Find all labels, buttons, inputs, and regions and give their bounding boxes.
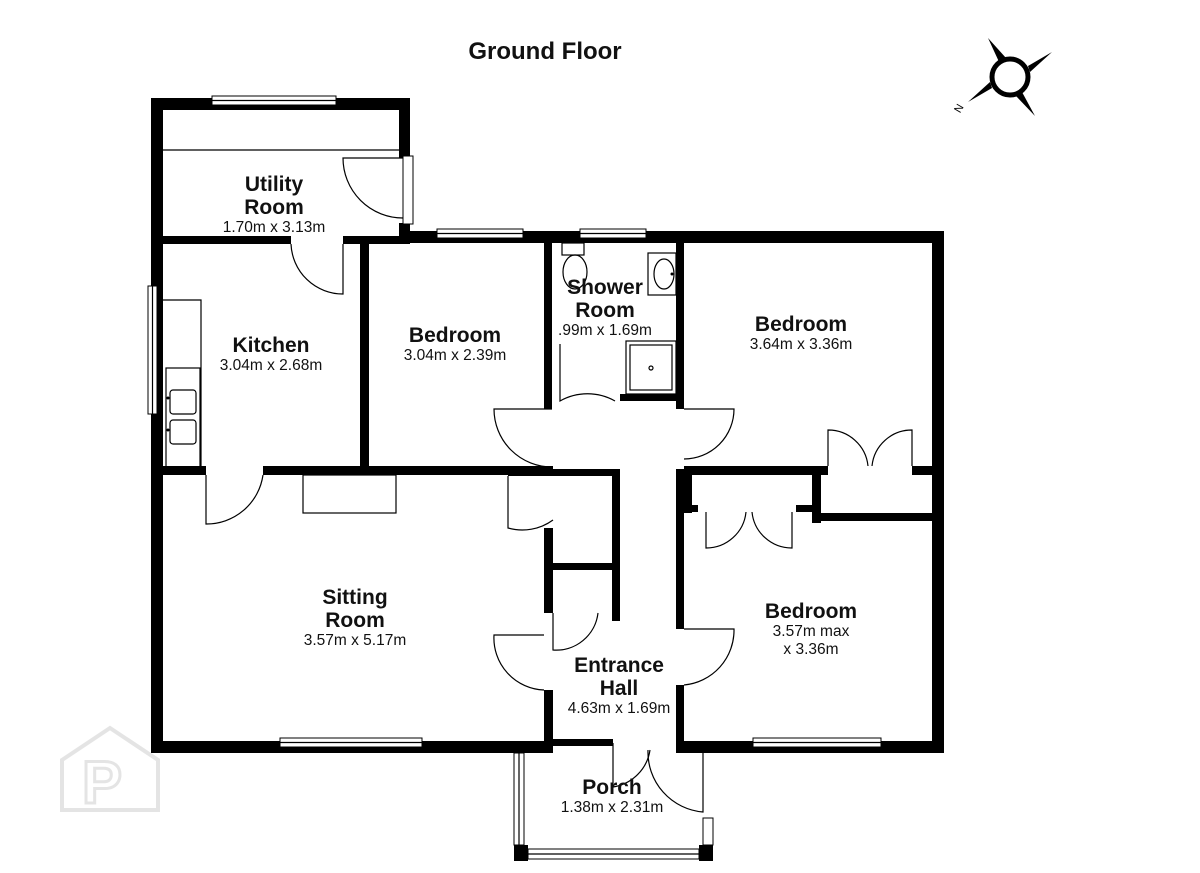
room-dimensions: 3.04m x 2.39m xyxy=(403,347,507,364)
room-name: Porch xyxy=(582,776,642,799)
room-dimensions: x 3.36m xyxy=(783,641,839,658)
room-name: Utility xyxy=(244,173,304,196)
fireplace-icon xyxy=(302,474,397,514)
compass-north-label: N xyxy=(952,102,966,115)
exterior-walls xyxy=(151,98,944,861)
room-dimensions: 1.70m x 3.13m xyxy=(222,219,326,236)
room-name: Kitchen xyxy=(232,334,310,357)
room-name: Shower xyxy=(567,276,643,299)
room-label-sitting: Sitting Room 3.57m x 5.17m xyxy=(304,586,407,650)
interior-walls xyxy=(151,236,944,753)
room-dimensions: 3.57m x 5.17m xyxy=(303,632,407,649)
room-label-kitchen: Kitchen 3.04m x 2.68m xyxy=(220,334,323,375)
windows xyxy=(147,95,882,860)
room-name: Room xyxy=(325,609,385,632)
watermark-logo: P xyxy=(60,725,160,818)
room-label-bedroom-1: Bedroom 3.04m x 2.39m xyxy=(404,324,507,365)
shower-tray-icon xyxy=(625,340,677,395)
room-label-shower: Shower Room .99m x 1.69m xyxy=(558,276,652,340)
room-label-porch: Porch 1.38m x 2.31m xyxy=(561,776,664,817)
room-name: Entrance xyxy=(574,654,664,677)
room-dimensions: 4.63m x 1.69m xyxy=(567,700,671,717)
room-name: Hall xyxy=(599,677,639,700)
room-dimensions: 3.04m x 2.68m xyxy=(219,357,323,374)
page-title: Ground Floor xyxy=(468,38,622,65)
room-label-hall: Entrance Hall 4.63m x 1.69m xyxy=(568,654,671,718)
room-name: Room xyxy=(244,196,304,219)
compass-icon: N xyxy=(952,38,1052,116)
room-label-bedroom-2: Bedroom 3.64m x 3.36m xyxy=(750,313,853,354)
room-label-bedroom-3: Bedroom 3.57m max x 3.36m xyxy=(765,600,857,659)
room-dimensions: 3.57m max xyxy=(772,623,850,640)
watermark-logo-letter: P xyxy=(82,749,122,816)
room-name: Room xyxy=(575,299,635,322)
room-dimensions: 3.64m x 3.36m xyxy=(749,336,853,353)
room-name: Bedroom xyxy=(754,313,848,336)
doors xyxy=(205,157,913,813)
room-dimensions: 1.38m x 2.31m xyxy=(560,799,664,816)
toilet-icon xyxy=(561,242,588,290)
room-name: Bedroom xyxy=(764,600,858,623)
room-name: Sitting xyxy=(322,586,388,609)
basin-icon xyxy=(647,252,677,296)
room-name: Bedroom xyxy=(408,324,502,347)
room-dimensions: .99m x 1.69m xyxy=(558,322,652,339)
kitchen-sink-icon xyxy=(165,367,201,469)
fixtures xyxy=(163,149,677,514)
room-label-utility: Utility Room 1.70m x 3.13m xyxy=(223,173,326,237)
